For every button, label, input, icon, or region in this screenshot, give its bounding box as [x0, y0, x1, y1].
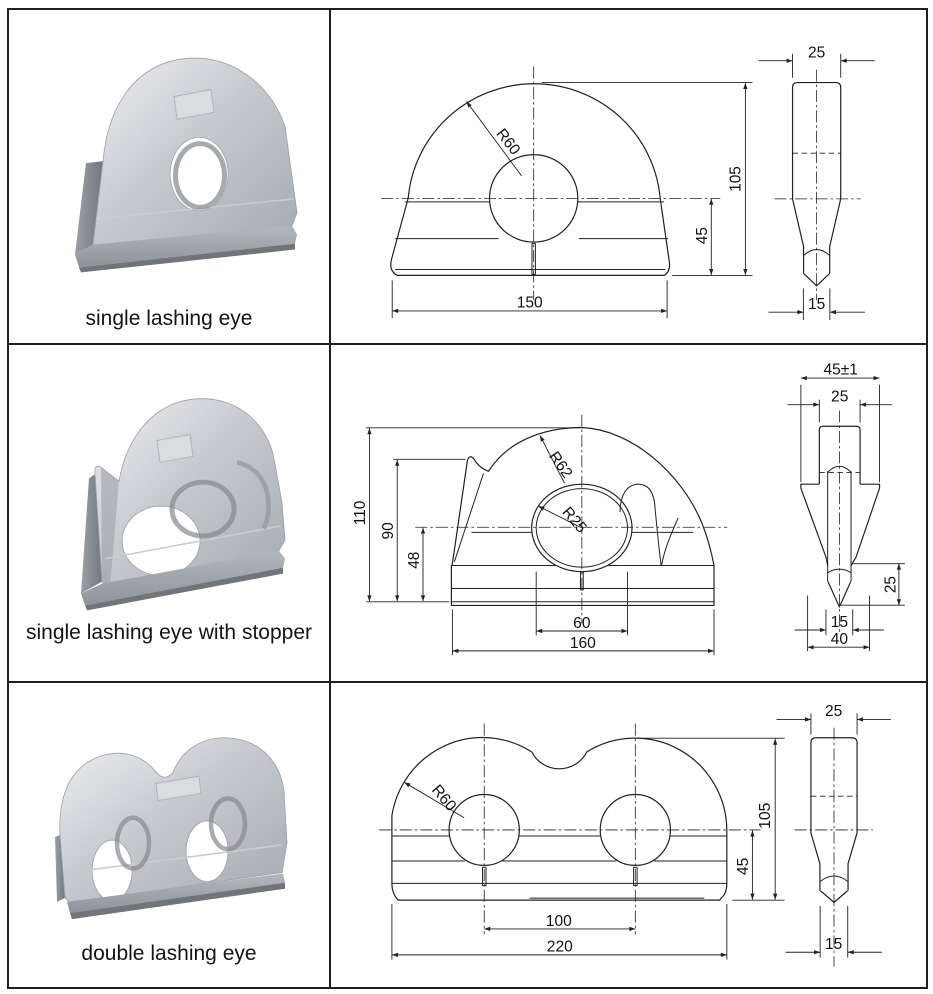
cell-drawing-double-lashing-eye: R60 105 45 100 220 [331, 683, 926, 987]
side-view: 25 15 [776, 703, 891, 967]
photo-name-plate [156, 433, 194, 463]
radius-leader [404, 781, 465, 819]
photo-stopper-fin-shade [101, 467, 119, 587]
dim-height-stopper: 90 [380, 522, 397, 539]
seam-line-2 [451, 588, 714, 603]
stopper-fin-inner-edge [453, 473, 484, 562]
photo-left-edge [55, 835, 65, 902]
dim-height: 110 [352, 501, 369, 526]
ext-lines-side-base [807, 595, 870, 652]
dim-side-top: 25 [825, 703, 843, 720]
ext-lines-side-bottom [825, 609, 854, 636]
dim-height-mid: 45 [694, 227, 711, 244]
product-photo-single-lashing-eye-stopper [81, 398, 286, 611]
hole-radius-leader [537, 505, 582, 528]
dim-side-bottom: 15 [808, 296, 825, 313]
ext-lines-side-bottom [819, 905, 849, 958]
photo-hole-inner-wall-left [114, 815, 152, 871]
front-view: R60 150 105 45 [381, 66, 753, 319]
side-view: 45±1 25 25 15 40 [787, 361, 905, 652]
dim-side-tip: 25 [882, 576, 899, 593]
ext-lines-side-bottom [802, 288, 831, 321]
photo-hole-inner-wall [173, 141, 227, 210]
dim-height: 105 [757, 802, 774, 828]
photo-body [59, 737, 288, 904]
photo-left-edge [75, 161, 103, 255]
dim-height: 105 [727, 166, 744, 192]
cell-photo-single-lashing-eye: single lashing eye [9, 10, 331, 345]
photo-base-band [67, 873, 285, 914]
dim-side-bottom: 15 [831, 614, 848, 631]
tip-point [803, 272, 831, 287]
drawing-single-lashing-eye-stopper: R62 R25 110 90 48 60 160 [352, 361, 905, 656]
ext-lines-width [451, 609, 715, 656]
product-photo-double-lashing-eye [55, 737, 288, 920]
dim-width: 220 [547, 939, 573, 956]
ext-lines-height [644, 737, 785, 901]
radius-leader [539, 435, 565, 484]
photo-base-bottom [85, 567, 283, 611]
caption-single-lashing-eye-stopper: single lashing eye with stopper [25, 621, 312, 644]
photo-name-plate [155, 775, 202, 802]
ext-lines-height [366, 427, 579, 603]
ext-lines-side-tip [840, 563, 905, 606]
ext-lines-width [391, 280, 668, 319]
ext-lines-height [541, 82, 753, 276]
photo-name-plate [173, 88, 215, 120]
dim-hole-radius: R25 [558, 504, 589, 537]
photo-hole-inner-wall [169, 479, 237, 539]
ext-lines-hole-span [535, 571, 628, 636]
spec-table: single lashing eye R60 150 105 [7, 8, 928, 989]
radius-leader [466, 101, 523, 177]
photo-base-bottom [79, 243, 295, 273]
ext-lines-side-overall [800, 384, 880, 483]
part-outline-front [391, 736, 728, 901]
photo-weld-seam [104, 525, 282, 560]
tip-point [827, 581, 852, 608]
photo-base-bottom [70, 882, 285, 920]
ext-lines-side-top [810, 713, 858, 735]
caption-single-lashing-eye: single lashing eye [85, 307, 253, 330]
dim-width: 150 [517, 294, 543, 311]
photo-stopper-hook [236, 460, 271, 530]
product-photo-single-lashing-eye [75, 57, 298, 273]
dim-height-mid: 48 [406, 552, 423, 569]
bottom-slot-mark [579, 571, 584, 591]
side-view: 25 15 [758, 44, 875, 321]
dim-height-mid: 45 [735, 857, 752, 875]
dim-radius: R60 [492, 126, 523, 159]
cell-photo-single-lashing-eye-stopper: single lashing eye with stopper [9, 345, 331, 683]
cell-drawing-single-lashing-eye: R60 150 105 45 25 [331, 10, 926, 345]
cell-photo-double-lashing-eye: double lashing eye [9, 683, 331, 987]
dim-side-top: 25 [831, 388, 848, 405]
photo-weld-seam [76, 844, 282, 873]
cell-drawing-single-lashing-eye-stopper: R62 R25 110 90 48 60 160 [331, 345, 926, 683]
photo-hole-inner-wall-right [208, 796, 248, 852]
drawing-single-lashing-eye: R60 150 105 45 25 [381, 44, 875, 321]
dim-side-base: 40 [831, 631, 848, 648]
dim-side-overall: 45±1 [823, 361, 857, 378]
photo-base-band [81, 550, 285, 606]
drawing-double-lashing-eye: R60 105 45 100 220 [379, 703, 891, 967]
part-outline-side [791, 81, 842, 274]
part-outline-front [450, 426, 715, 607]
photo-body [92, 57, 298, 254]
dim-side-bottom: 15 [825, 936, 843, 953]
dim-side-top: 25 [808, 44, 825, 61]
photo-base-band [75, 225, 297, 268]
ext-lines-width [391, 903, 728, 960]
dim-hole-spacing: 100 [546, 913, 572, 930]
dim-hole-span: 60 [573, 615, 590, 632]
dim-width: 160 [570, 635, 596, 652]
part-outline-side [800, 425, 881, 566]
front-view: R62 R25 110 90 48 60 160 [352, 414, 728, 656]
caption-double-lashing-eye: double lashing eye [81, 942, 257, 965]
stopper-hook-channel [619, 483, 679, 566]
ext-lines-side-top [792, 53, 842, 78]
front-view: R60 105 45 100 220 [379, 723, 785, 960]
part-outline-front [390, 83, 671, 277]
